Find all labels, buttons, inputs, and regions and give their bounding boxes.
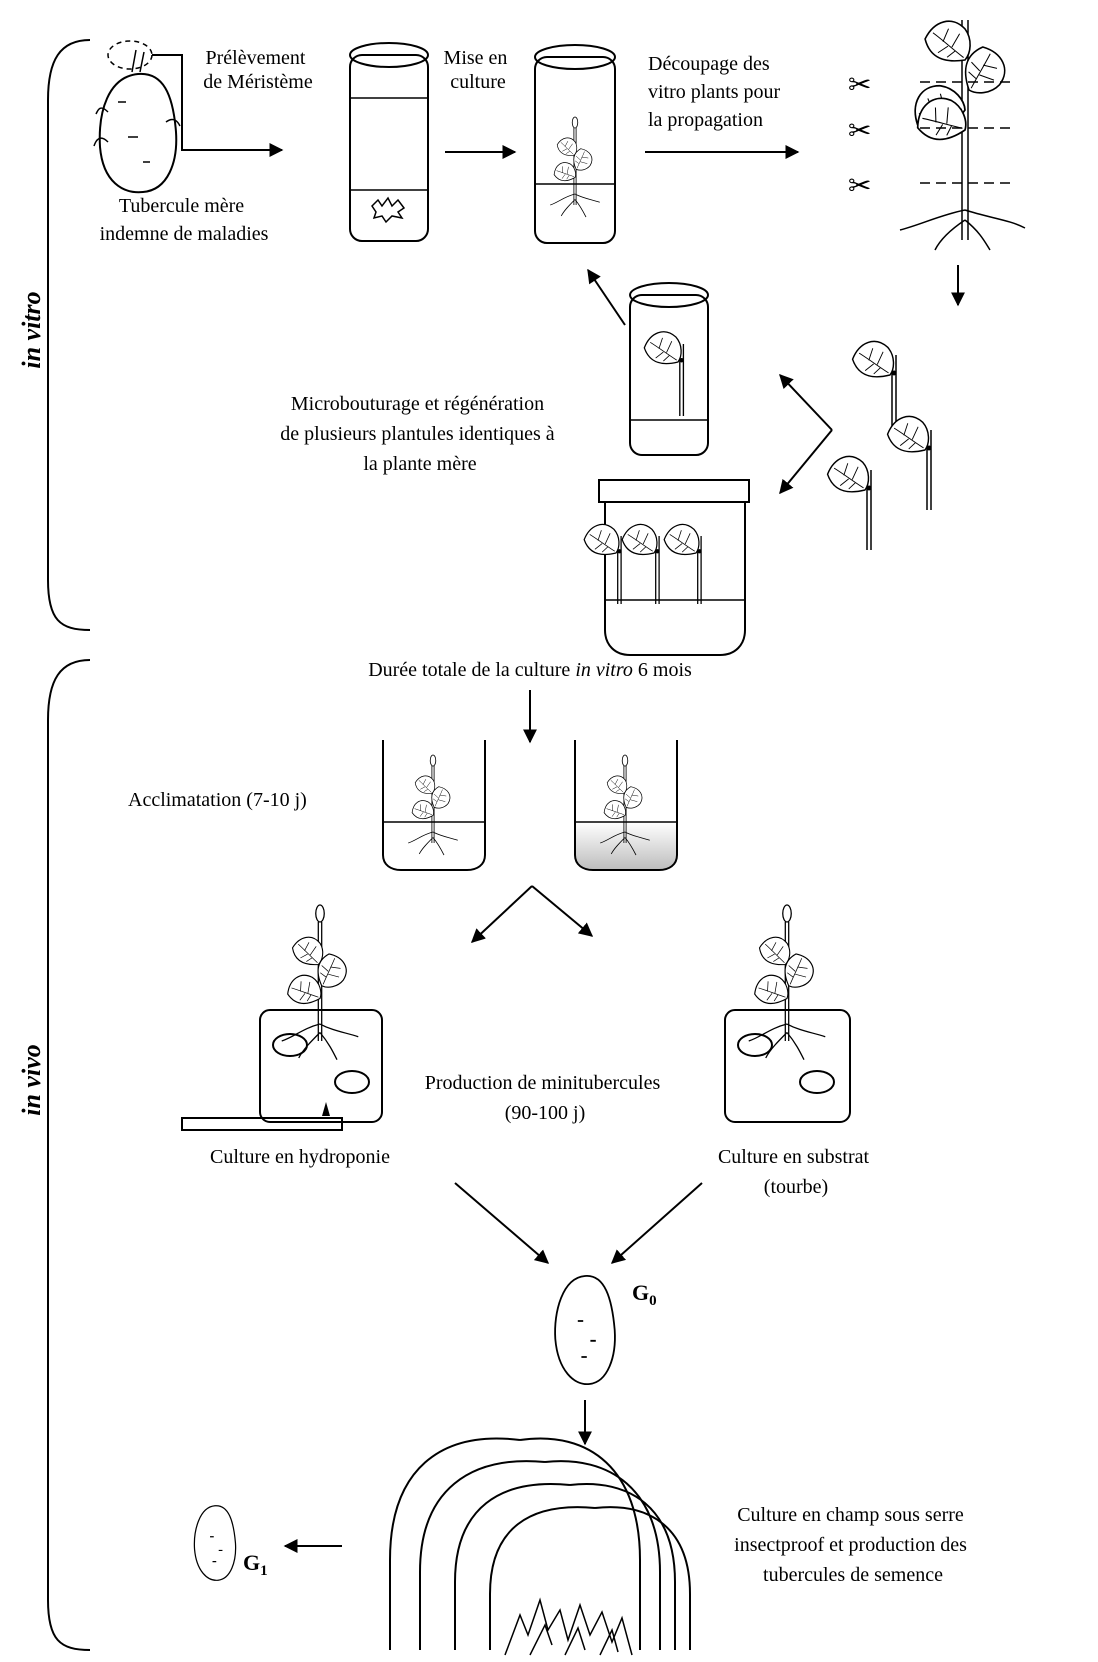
svg-text:✂: ✂ (848, 169, 871, 202)
acclimatation-label: Acclimatation (7-10 j) (128, 789, 307, 811)
arrow-split-left (470, 885, 533, 943)
arrow-split-right (531, 885, 594, 937)
arrow-to-tube (779, 373, 833, 431)
duree-label: Durée totale de la culture in vitro 6 mo… (368, 659, 692, 681)
prelevement-label: Prélèvement de Méristème (203, 47, 313, 93)
substrate-system (724, 905, 851, 1123)
g1-tuber (193, 1505, 237, 1581)
champ-label: Culture en champ sous serre insectproof … (734, 1504, 972, 1586)
production-label: Production de minitubercules (90-100 j) (425, 1072, 666, 1124)
cuttings-group (825, 338, 932, 550)
acclimatation-pot-1 (382, 740, 486, 871)
cut-plant (899, 15, 1026, 251)
mother-tuber-illustration (93, 49, 181, 194)
svg-text:✂: ✂ (848, 68, 871, 101)
microbouturage-tube (629, 282, 709, 456)
scissors-icons: ✂ ✂ ✂ (848, 68, 871, 202)
in-vivo-label: in vivo (17, 1044, 46, 1116)
g0-tuber (554, 1275, 616, 1386)
mise-en-culture-label: Mise en culture (444, 47, 513, 93)
culture-tube (534, 44, 616, 244)
g0-label: G0 (632, 1280, 657, 1309)
meristem-tube (349, 42, 429, 242)
substrat-label: Culture en substrat (tourbe) (718, 1146, 874, 1198)
tubercule-label: Tubercule mère indemne de maladies (100, 195, 269, 245)
in-vitro-brace (47, 39, 91, 631)
in-vitro-label: in vitro (17, 291, 46, 368)
meristem-circle (107, 40, 153, 70)
arrow-to-jar (779, 429, 833, 495)
arrow-tuber-to-tube (152, 54, 284, 157)
hydroponic-system (181, 905, 383, 1131)
decoupage-label: Découpage des vitro plants pour la propa… (648, 53, 785, 131)
arrow-hydro-to-g0 (454, 1182, 550, 1264)
in-vivo-brace (47, 659, 91, 1651)
arrow-substrat-to-g0 (610, 1182, 703, 1264)
microbouturage-label: Microbouturage et régénération de plusie… (280, 393, 559, 475)
svg-text:✂: ✂ (848, 114, 871, 147)
arrow-back-to-culture (587, 268, 626, 326)
greenhouse (389, 1437, 691, 1656)
acclimatation-pot-2 (574, 740, 678, 871)
g1-label: G1 (243, 1550, 268, 1579)
propagation-jar (582, 479, 750, 656)
hydroponie-label: Culture en hydroponie (210, 1146, 390, 1168)
